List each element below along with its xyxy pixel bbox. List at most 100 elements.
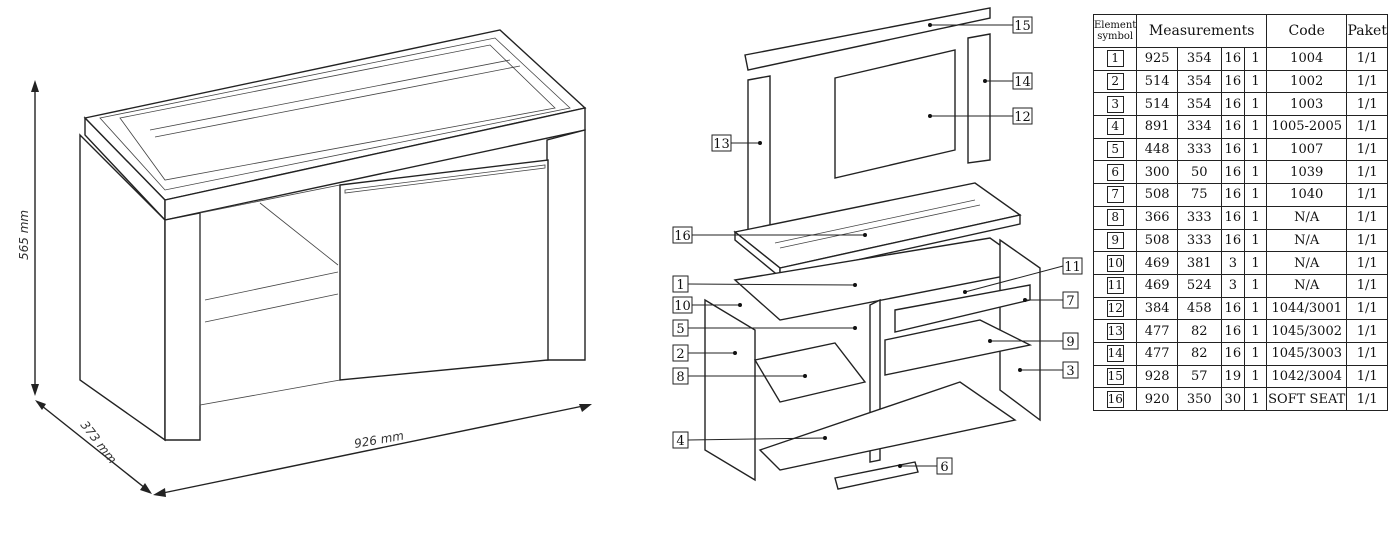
paket-cell: 1/1 [1346, 228, 1388, 253]
measurement-cell: 16 [1220, 183, 1246, 207]
element-symbol: 5 [1106, 141, 1124, 159]
element-symbol-cell: 11 [1092, 273, 1138, 298]
measurement-cell: 82 [1177, 341, 1222, 366]
callout-box [1062, 361, 1079, 379]
measurement-cell: 82 [1177, 319, 1222, 343]
measurement-cell: 1 [1244, 205, 1268, 230]
paket-cell: 1/1 [1346, 137, 1388, 162]
measurement-cell: 925 [1136, 47, 1179, 71]
assembled-cabinet [79, 29, 587, 442]
measurement-cell: 333 [1177, 205, 1222, 230]
leader-dot [898, 464, 902, 468]
measurement-cell: 16 [1220, 137, 1246, 162]
measurement-cell: 354 [1177, 47, 1222, 71]
element-symbol: 10 [1106, 254, 1124, 272]
callout-label: 10 [674, 299, 691, 314]
element-symbol-cell: 16 [1092, 387, 1138, 411]
measurement-cell: 333 [1177, 228, 1222, 253]
paket-cell: 1/1 [1346, 183, 1388, 207]
code-cell: N/A [1266, 273, 1348, 298]
element-symbol: 3 [1106, 95, 1124, 113]
element-symbol: 12 [1106, 299, 1124, 317]
callout-box [711, 134, 732, 152]
code-cell: 1042/3004 [1266, 364, 1348, 389]
element-symbol: 15 [1106, 367, 1124, 385]
callout-box [672, 431, 689, 449]
code-cell: N/A [1266, 205, 1348, 230]
leader-dot [853, 326, 857, 330]
measurement-cell: 3 [1220, 273, 1246, 298]
leader-dot [963, 290, 967, 294]
element-symbol: 6 [1106, 163, 1124, 181]
measurement-cell: 1 [1244, 92, 1268, 117]
callout-box [1062, 291, 1079, 309]
measurement-cell: 50 [1177, 160, 1222, 185]
callout-2: 2 [672, 344, 737, 362]
measurement-cell: 469 [1136, 273, 1179, 298]
callout-box [672, 296, 693, 314]
callout-label: 7 [1066, 294, 1074, 309]
callout-box [672, 367, 689, 385]
leader-dot [823, 436, 827, 440]
callout-6: 6 [898, 457, 953, 475]
paket-cell: 1/1 [1346, 319, 1388, 343]
callout-7: 7 [1023, 291, 1079, 309]
code-cell: 1039 [1266, 160, 1348, 185]
callout-label: 2 [676, 347, 684, 362]
measurement-cell: 350 [1177, 387, 1222, 411]
element-symbol-cell: 9 [1092, 228, 1138, 253]
callout-box [1012, 107, 1033, 125]
callout-label: 9 [1066, 335, 1074, 350]
header-element-symbol: Element symbol [1092, 14, 1138, 48]
paket-cell: 1/1 [1346, 296, 1388, 321]
callout-box [672, 319, 689, 337]
depth-dimension: 373 mm [78, 418, 120, 466]
header-paket: Paket [1346, 14, 1388, 48]
callout-box [936, 457, 953, 475]
paket-cell: 1/1 [1346, 251, 1388, 275]
code-cell: 1003 [1266, 92, 1348, 117]
measurement-cell: 57 [1177, 364, 1222, 389]
callout-label: 1 [676, 278, 684, 293]
measurement-cell: 30 [1220, 387, 1246, 411]
measurement-cell: 508 [1136, 183, 1179, 207]
code-cell: 1045/3002 [1266, 319, 1348, 343]
measurement-cell: 16 [1220, 228, 1246, 253]
element-symbol-cell: 13 [1092, 319, 1138, 343]
header-measurements: Measurements [1136, 14, 1268, 48]
measurement-cell: 354 [1177, 92, 1222, 117]
element-symbol-cell: 12 [1092, 296, 1138, 321]
element-symbol-cell: 7 [1092, 183, 1138, 207]
callout-label: 16 [674, 229, 691, 244]
measurement-cell: 1 [1244, 387, 1268, 411]
leader-dot [928, 23, 932, 27]
element-symbol: 13 [1106, 322, 1124, 340]
measurement-cell: 16 [1220, 319, 1246, 343]
callout-5: 5 [672, 319, 857, 337]
paket-cell: 1/1 [1346, 47, 1388, 71]
callout-4: 4 [672, 431, 827, 449]
measurement-cell: 1 [1244, 364, 1268, 389]
measurement-cell: 448 [1136, 137, 1179, 162]
height-dimension: 565 mm [17, 210, 31, 260]
callout-box [1062, 332, 1079, 350]
element-symbol-cell: 5 [1092, 137, 1138, 162]
paket-cell: 1/1 [1346, 115, 1388, 139]
callout-label: 6 [940, 460, 948, 475]
element-symbol: 7 [1106, 186, 1124, 204]
element-symbol: 2 [1106, 73, 1124, 91]
callout-label: 5 [676, 322, 684, 337]
code-cell: 1004 [1266, 47, 1348, 71]
element-symbol-cell: 8 [1092, 205, 1138, 230]
element-symbol: 8 [1106, 209, 1124, 227]
paket-cell: 1/1 [1346, 69, 1388, 94]
